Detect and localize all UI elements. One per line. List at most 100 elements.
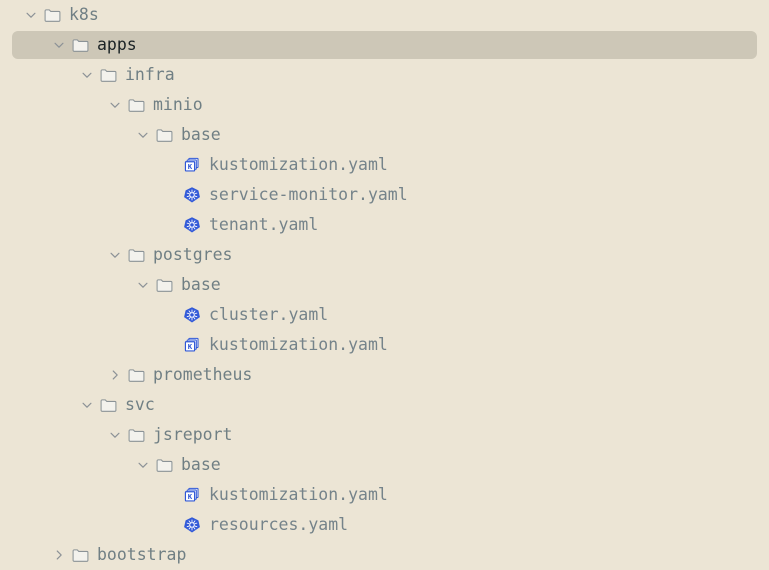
folder-icon — [42, 5, 62, 25]
row-selection-highlight — [12, 1, 757, 29]
indent-spacer — [0, 165, 160, 166]
svg-text:K: K — [188, 342, 193, 351]
folder-icon — [154, 275, 174, 295]
indent-spacer — [0, 105, 104, 106]
tree-row-jsreport[interactable]: jsreport — [0, 420, 769, 450]
folder-icon — [70, 35, 90, 55]
chevron-down-icon[interactable] — [76, 64, 98, 86]
twisty-placeholder — [160, 184, 182, 206]
tree-row-label: cluster.yaml — [209, 305, 329, 324]
tree-row-label: minio — [153, 95, 203, 114]
indent-spacer — [0, 75, 76, 76]
tree-row-prometheus[interactable]: prometheus — [0, 360, 769, 390]
indent-spacer — [0, 225, 160, 226]
chevron-down-icon[interactable] — [104, 244, 126, 266]
tree-row-cluster-yaml[interactable]: cluster.yaml — [0, 300, 769, 330]
tree-row-label: infra — [125, 65, 175, 84]
indent-spacer — [0, 555, 48, 556]
indent-spacer — [0, 375, 104, 376]
indent-spacer — [0, 45, 48, 46]
folder-icon — [98, 65, 118, 85]
twisty-placeholder — [160, 484, 182, 506]
tree-row-label: kustomization.yaml — [209, 485, 388, 504]
tree-row-label: tenant.yaml — [209, 215, 319, 234]
chevron-down-icon[interactable] — [132, 124, 154, 146]
svg-text:K: K — [188, 162, 193, 171]
tree-row-base[interactable]: base — [0, 270, 769, 300]
indent-spacer — [0, 135, 132, 136]
tree-row-postgres[interactable]: postgres — [0, 240, 769, 270]
indent-spacer — [0, 195, 160, 196]
tree-row-label: bootstrap — [97, 545, 187, 564]
indent-spacer — [0, 435, 104, 436]
twisty-placeholder — [160, 214, 182, 236]
tree-row-service-monitor-yaml[interactable]: service-monitor.yaml — [0, 180, 769, 210]
tree-row-label: jsreport — [153, 425, 233, 444]
tree-row-label: base — [181, 275, 221, 294]
indent-spacer — [0, 525, 160, 526]
indent-spacer — [0, 15, 20, 16]
chevron-down-icon[interactable] — [20, 4, 42, 26]
twisty-placeholder — [160, 154, 182, 176]
tree-row-infra[interactable]: infra — [0, 60, 769, 90]
kustomize-icon: K — [182, 155, 202, 175]
indent-spacer — [0, 285, 132, 286]
folder-icon — [126, 365, 146, 385]
tree-row-minio[interactable]: minio — [0, 90, 769, 120]
chevron-down-icon[interactable] — [132, 274, 154, 296]
indent-spacer — [0, 255, 104, 256]
tree-row-resources-yaml[interactable]: resources.yaml — [0, 510, 769, 540]
tree-row-label: base — [181, 455, 221, 474]
folder-icon — [98, 395, 118, 415]
tree-row-svc[interactable]: svc — [0, 390, 769, 420]
folder-icon — [154, 455, 174, 475]
kubernetes-icon — [182, 515, 202, 535]
tree-row-base[interactable]: base — [0, 120, 769, 150]
indent-spacer — [0, 405, 76, 406]
chevron-right-icon[interactable] — [104, 364, 126, 386]
tree-row-label: base — [181, 125, 221, 144]
row-selection-highlight — [12, 391, 757, 419]
chevron-down-icon[interactable] — [76, 394, 98, 416]
folder-icon — [126, 245, 146, 265]
kustomize-icon: K — [182, 335, 202, 355]
indent-spacer — [0, 345, 160, 346]
twisty-placeholder — [160, 304, 182, 326]
chevron-down-icon[interactable] — [132, 454, 154, 476]
kubernetes-icon — [182, 305, 202, 325]
indent-spacer — [0, 465, 132, 466]
tree-row-label: apps — [97, 35, 137, 54]
twisty-placeholder — [160, 334, 182, 356]
folder-icon — [154, 125, 174, 145]
tree-row-label: resources.yaml — [209, 515, 349, 534]
tree-row-label: service-monitor.yaml — [209, 185, 408, 204]
kustomize-icon: K — [182, 485, 202, 505]
tree-row-label: kustomization.yaml — [209, 335, 388, 354]
chevron-right-icon[interactable] — [48, 544, 70, 566]
kubernetes-icon — [182, 185, 202, 205]
folder-icon — [70, 545, 90, 565]
tree-row-label: prometheus — [153, 365, 253, 384]
tree-row-label: svc — [125, 395, 155, 414]
tree-row-tenant-yaml[interactable]: tenant.yaml — [0, 210, 769, 240]
chevron-down-icon[interactable] — [48, 34, 70, 56]
chevron-down-icon[interactable] — [104, 424, 126, 446]
tree-row-label: kustomization.yaml — [209, 155, 388, 174]
chevron-down-icon[interactable] — [104, 94, 126, 116]
tree-row-bootstrap[interactable]: bootstrap — [0, 540, 769, 570]
row-selection-highlight — [12, 61, 757, 89]
kubernetes-icon — [182, 215, 202, 235]
tree-row-apps[interactable]: apps — [0, 30, 769, 60]
folder-icon — [126, 95, 146, 115]
tree-row-base[interactable]: base — [0, 450, 769, 480]
tree-row-k8s[interactable]: k8s — [0, 0, 769, 30]
folder-icon — [126, 425, 146, 445]
indent-spacer — [0, 315, 160, 316]
tree-row-label: k8s — [69, 5, 99, 24]
indent-spacer — [0, 495, 160, 496]
tree-row-label: postgres — [153, 245, 233, 264]
